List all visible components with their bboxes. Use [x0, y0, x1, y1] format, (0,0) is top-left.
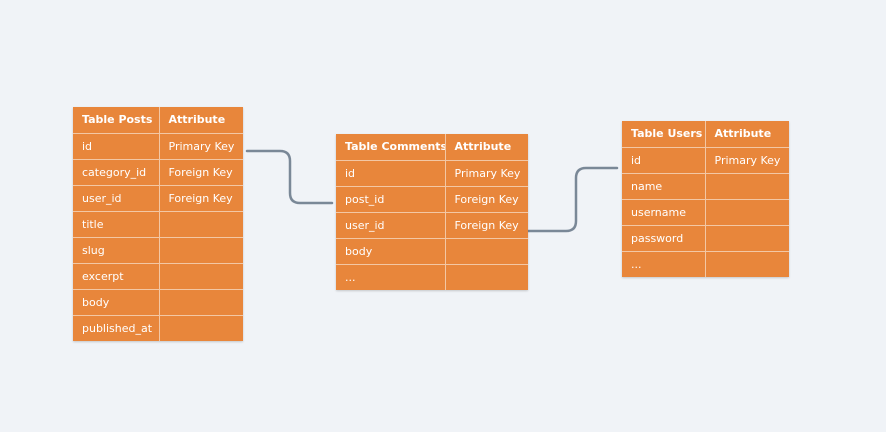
attribute-header: Attribute — [158, 107, 243, 134]
field-name: user_id — [336, 211, 446, 239]
attribute-header: Attribute — [444, 134, 528, 161]
field-name: id — [73, 132, 160, 160]
field-name: body — [336, 237, 446, 265]
connector-posts-id-to-comments-post-id — [245, 149, 334, 205]
field-attribute: Foreign Key — [158, 158, 243, 186]
table-row: slug — [73, 236, 243, 264]
table-row: excerpt — [73, 262, 243, 290]
field-name: id — [622, 146, 706, 174]
field-name: username — [622, 198, 706, 226]
field-name: slug — [73, 236, 160, 264]
table-header-row: Table Posts Attribute — [73, 107, 243, 134]
field-attribute — [444, 263, 528, 290]
field-name: id — [336, 159, 446, 187]
table-header-row: Table Users Attribute — [622, 121, 789, 148]
field-name: body — [73, 288, 160, 316]
table-name: Table Users — [622, 121, 706, 148]
table-row: id Primary Key — [622, 146, 789, 174]
table-row: user_id Foreign Key — [336, 211, 528, 239]
table-row: username — [622, 198, 789, 226]
field-attribute — [704, 250, 789, 277]
field-name: published_at — [73, 314, 160, 341]
field-attribute — [158, 210, 243, 238]
field-name: excerpt — [73, 262, 160, 290]
field-attribute — [704, 198, 789, 226]
field-attribute: Primary Key — [158, 132, 243, 160]
table-name: Table Comments — [336, 134, 446, 161]
table-row: post_id Foreign Key — [336, 185, 528, 213]
field-attribute: Foreign Key — [444, 185, 528, 213]
field-name: post_id — [336, 185, 446, 213]
table-row: body — [336, 237, 528, 265]
connector-comments-user-id-to-users-id — [526, 166, 619, 233]
field-name: user_id — [73, 184, 160, 212]
field-attribute — [704, 224, 789, 252]
table-header-row: Table Comments Attribute — [336, 134, 528, 161]
field-attribute — [158, 314, 243, 341]
table-comments-grid: Table Comments Attribute id Primary Key … — [336, 134, 528, 290]
table-row: ... — [336, 263, 528, 290]
table-comments[interactable]: Table Comments Attribute id Primary Key … — [336, 134, 528, 290]
table-users[interactable]: Table Users Attribute id Primary Key nam… — [622, 121, 789, 277]
table-users-grid: Table Users Attribute id Primary Key nam… — [622, 121, 789, 277]
field-name: name — [622, 172, 706, 200]
table-row: category_id Foreign Key — [73, 158, 243, 186]
field-attribute — [158, 262, 243, 290]
attribute-header: Attribute — [704, 121, 789, 148]
field-attribute — [444, 237, 528, 265]
table-row: id Primary Key — [73, 132, 243, 160]
table-posts-grid: Table Posts Attribute id Primary Key cat… — [73, 107, 243, 341]
table-name: Table Posts — [73, 107, 160, 134]
table-row: user_id Foreign Key — [73, 184, 243, 212]
field-name: category_id — [73, 158, 160, 186]
field-attribute: Foreign Key — [444, 211, 528, 239]
table-posts[interactable]: Table Posts Attribute id Primary Key cat… — [73, 107, 243, 341]
table-row: password — [622, 224, 789, 252]
field-attribute: Primary Key — [704, 146, 789, 174]
field-attribute: Primary Key — [444, 159, 528, 187]
table-row: title — [73, 210, 243, 238]
table-row: body — [73, 288, 243, 316]
field-attribute — [704, 172, 789, 200]
field-attribute: Foreign Key — [158, 184, 243, 212]
field-name: ... — [336, 263, 446, 290]
field-name: password — [622, 224, 706, 252]
field-attribute — [158, 236, 243, 264]
field-name: ... — [622, 250, 706, 277]
table-row: id Primary Key — [336, 159, 528, 187]
table-row: ... — [622, 250, 789, 277]
table-row: name — [622, 172, 789, 200]
field-name: title — [73, 210, 160, 238]
table-row: published_at — [73, 314, 243, 341]
field-attribute — [158, 288, 243, 316]
